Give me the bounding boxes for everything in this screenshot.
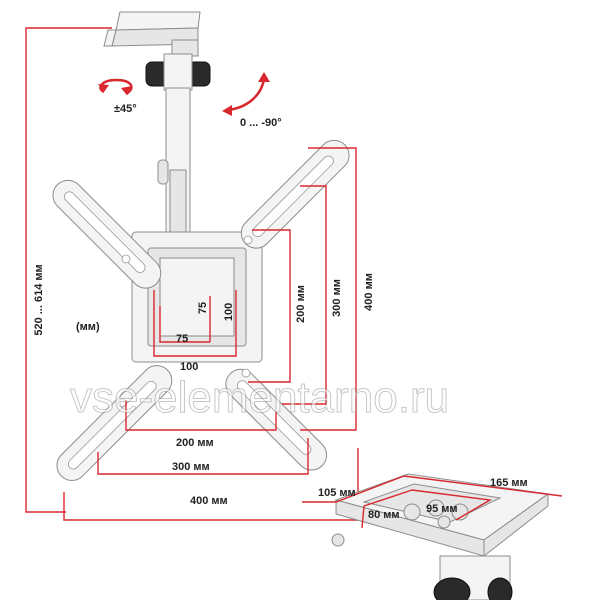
swivel-arrow-icon [98,78,133,96]
h200-label: 200 мм [176,437,214,449]
plate-80-label: 80 мм [368,509,400,521]
h75-label: 75 [176,333,188,345]
vesa-bracket [52,139,350,481]
v300-label: 300 мм [331,279,343,317]
watermark-text: vse-elementarno.ru [70,373,449,422]
v75-label: 75 [197,302,209,314]
plate-95-label: 95 мм [426,503,458,515]
tilt-arrow-icon [222,72,270,116]
swivel-label: ±45° [114,103,137,115]
plate-dimension-lines [302,475,563,529]
extension-pole [157,87,191,239]
plate-detail [331,473,550,600]
swivel-knob [145,53,211,91]
dimension-lines [25,27,359,521]
h100-label: 100 [180,361,198,373]
plate-105-label: 105 мм [318,487,356,499]
units-label: (мм) [76,321,100,333]
ceiling-plate [103,11,201,57]
height-range-label: 520 ... 614 мм [33,264,45,335]
h400-label: 400 мм [190,495,228,507]
v200-label: 200 мм [295,285,307,323]
v400-label: 400 мм [363,273,375,311]
tilt-label: 0 ... -90° [240,117,282,129]
h300-label: 300 мм [172,461,210,473]
plate-165-label: 165 мм [490,477,528,489]
v100-label: 100 [223,303,235,321]
